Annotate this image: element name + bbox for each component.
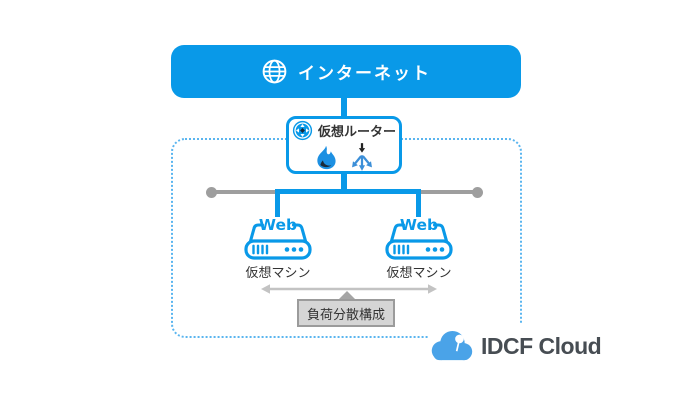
connector-bus-to-vm2 <box>416 189 421 217</box>
globe-icon <box>261 58 288 85</box>
router-icon <box>292 120 313 141</box>
internet-label: インターネット <box>298 64 431 84</box>
double-arrow-icon <box>260 281 438 297</box>
vm1-label: 仮想マシン <box>245 266 311 281</box>
virtual-machine-1: Web 仮想マシン <box>237 206 319 281</box>
connector-router-to-bus <box>341 173 347 192</box>
lb-bus-line <box>275 189 421 194</box>
lb-label-box: 負荷分散構成 <box>297 299 395 327</box>
segment-endpoint-left <box>206 186 217 198</box>
split-arrows-icon <box>349 142 375 172</box>
vm1-web-tag: Web <box>259 216 297 234</box>
flame-icon <box>313 145 339 172</box>
logo-text: IDCF Cloud <box>481 332 602 359</box>
connector-bus-to-vm1 <box>275 189 280 217</box>
lb-label: 負荷分散構成 <box>306 307 385 323</box>
router-label: 仮想ルーター <box>317 124 396 140</box>
segment-endpoint-right <box>472 186 483 198</box>
vm2-web-tag: Web <box>400 216 438 234</box>
virtual-machine-2: Web 仮想マシン <box>378 206 460 281</box>
cloud-logo-icon <box>428 328 475 364</box>
vm2-label: 仮想マシン <box>386 266 452 281</box>
internet-banner: インターネット <box>171 45 521 98</box>
virtual-router-box: 仮想ルーター <box>286 116 402 174</box>
idcf-cloud-logo: IDCF Cloud <box>428 324 604 368</box>
web-server-icon: Web <box>378 206 460 260</box>
web-server-icon: Web <box>237 206 319 260</box>
connector-internet-to-router <box>341 97 347 118</box>
lb-label-pointer <box>338 291 356 300</box>
